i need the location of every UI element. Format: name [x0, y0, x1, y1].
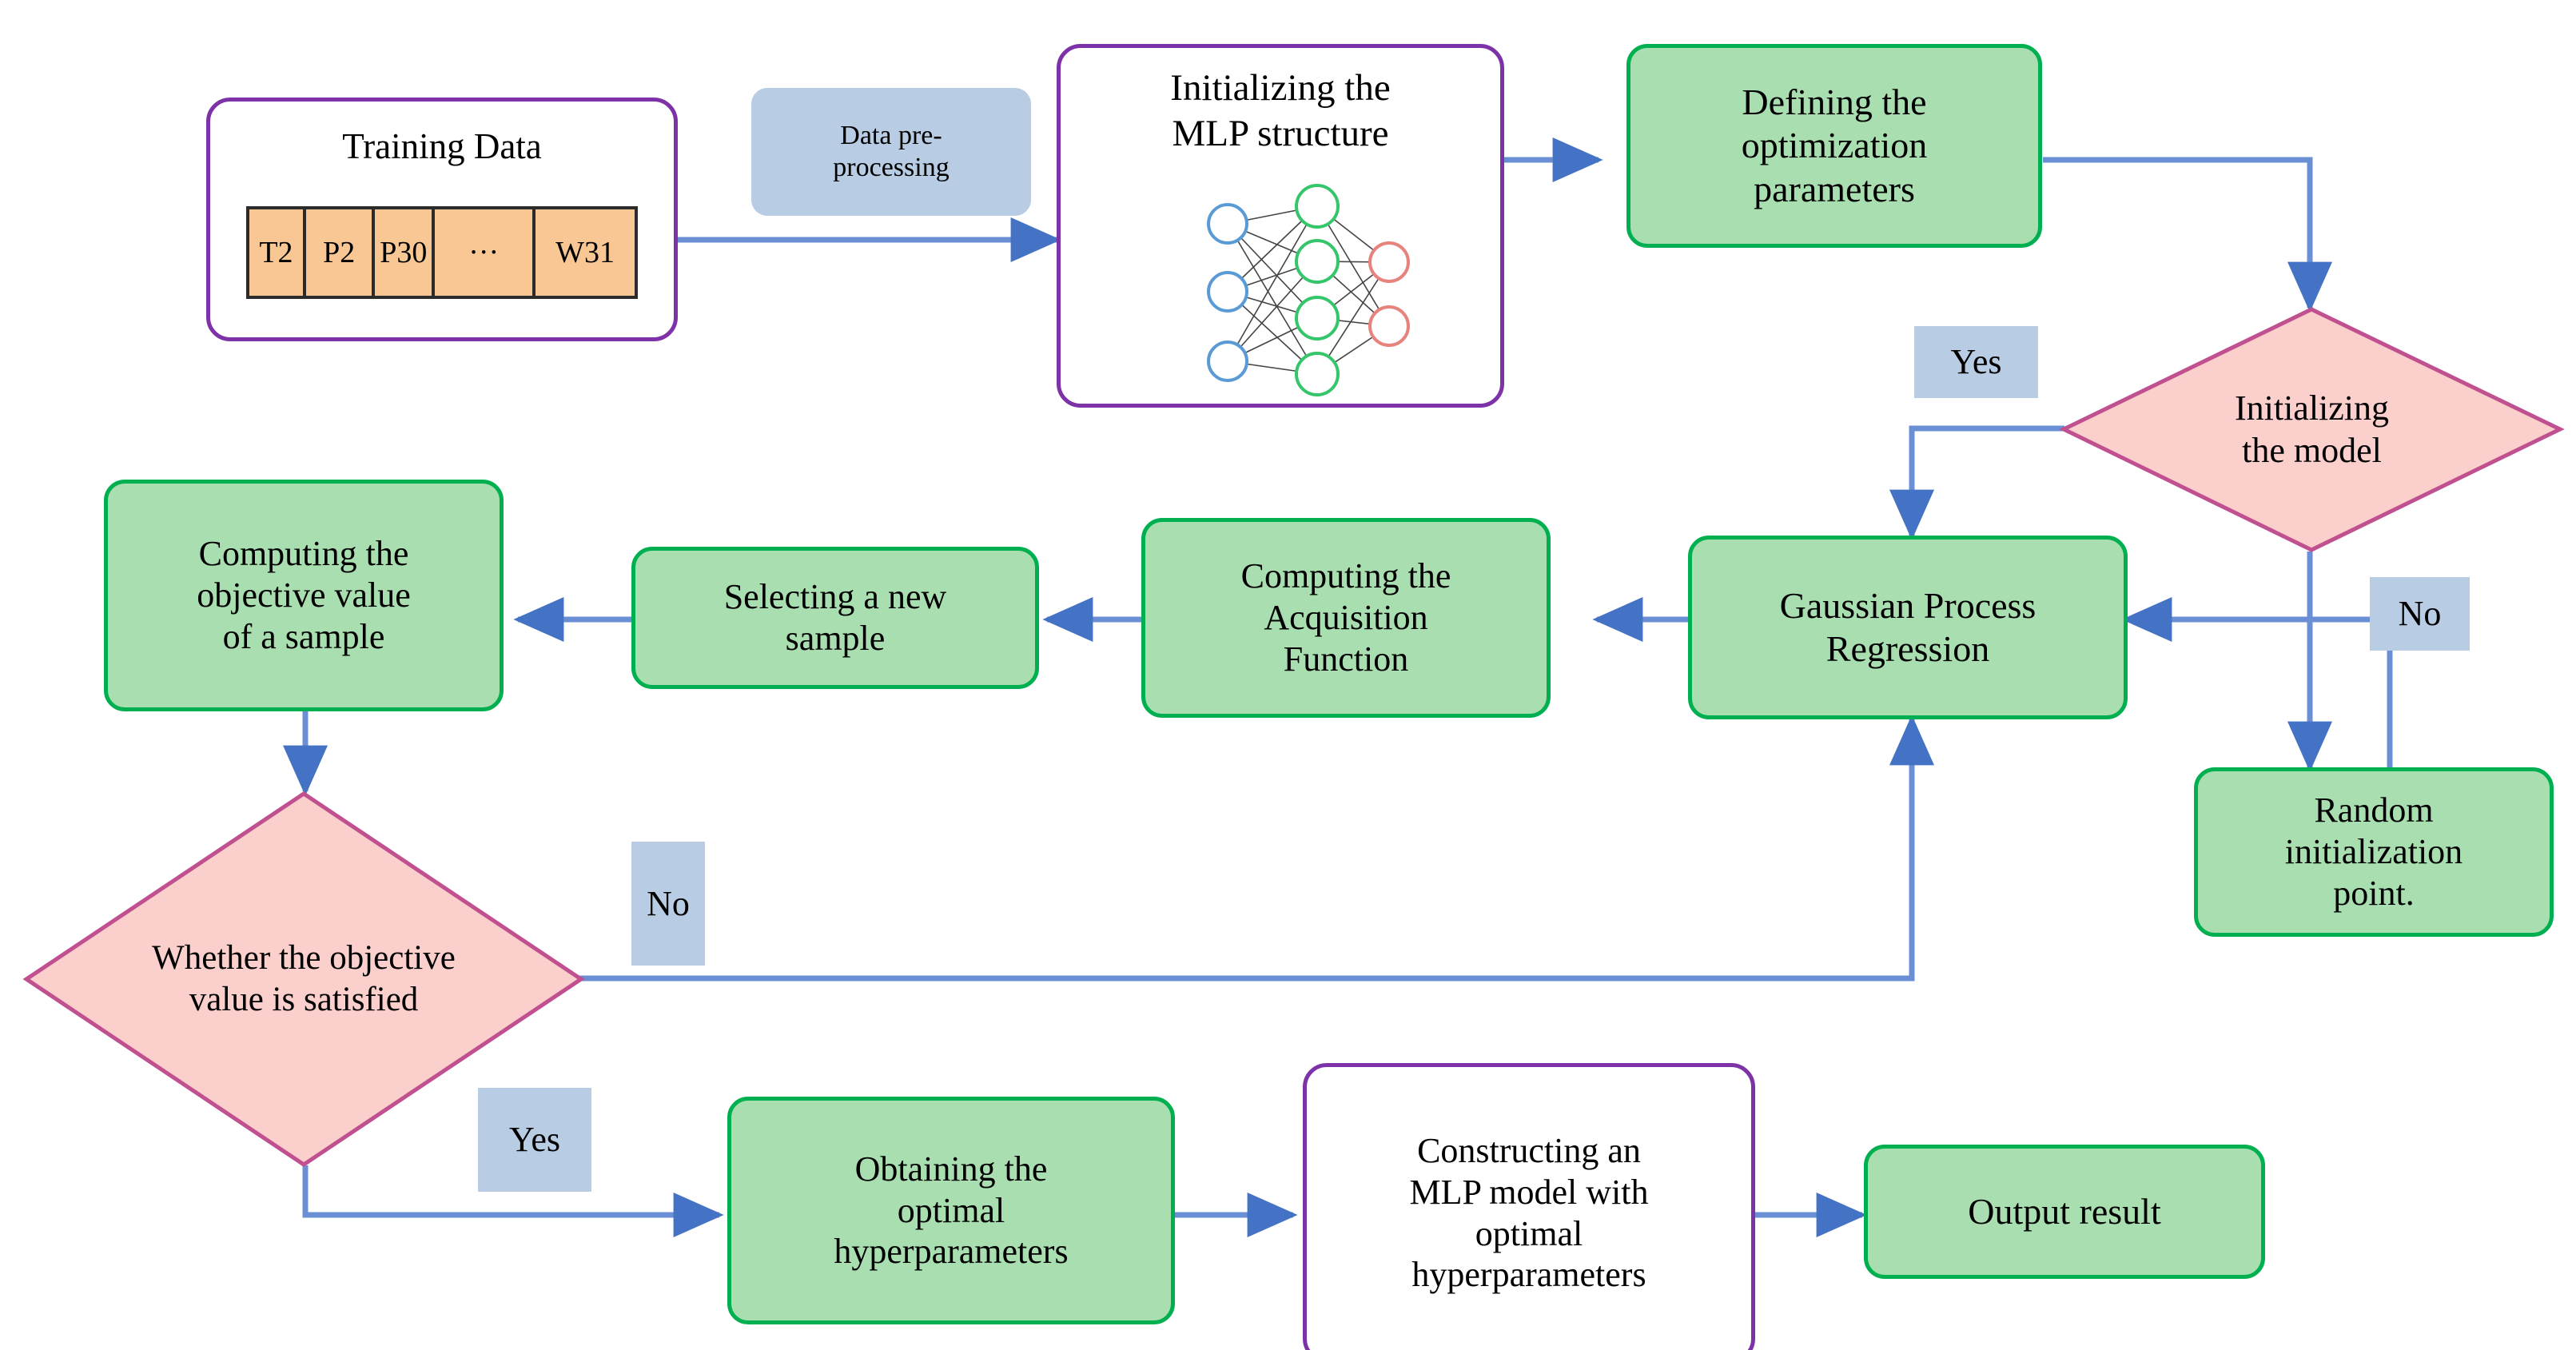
- node-obtaining-optimal-hyperparameters[interactable]: Obtaining the optimal hyperparameters: [727, 1097, 1175, 1324]
- table-cell: W31: [536, 209, 635, 296]
- table-cell: ···: [435, 209, 536, 296]
- node-selecting-a-new-sample[interactable]: Selecting a new sample: [631, 547, 1039, 689]
- table-cell: T2: [249, 209, 306, 296]
- tag-yes-objective: Yes: [478, 1088, 591, 1192]
- node-constructing-mlp-model[interactable]: Constructing an MLP model with optimal h…: [1303, 1063, 1755, 1350]
- node-output-result[interactable]: Output result: [1864, 1145, 2265, 1279]
- mlp-network-icon: [1207, 184, 1410, 396]
- init-mlp-title: Initializing the MLP structure: [1170, 67, 1391, 155]
- edge-decision-no-to-gpr: [577, 715, 1934, 982]
- node-computing-objective-value[interactable]: Computing the objective value of a sampl…: [104, 480, 504, 711]
- training-data-title: Training Data: [342, 126, 542, 166]
- edge-initmodel-yes-to-gpr: [1889, 425, 2064, 540]
- node-gaussian-process-regression[interactable]: Gaussian Process Regression: [1688, 536, 2128, 719]
- node-computing-acquisition-function[interactable]: Computing the Acquisition Function: [1141, 518, 1551, 718]
- node-init-mlp[interactable]: Initializing the MLP structure: [1057, 44, 1504, 408]
- node-defining-optimization-parameters[interactable]: Defining the optimization parameters: [1626, 44, 2042, 248]
- training-data-table: T2 P2 P30 ··· W31: [246, 206, 638, 299]
- table-cell: P2: [305, 209, 376, 296]
- edge-defining-to-initmodel: [2043, 157, 2332, 313]
- tag-no-init-model: No: [2370, 577, 2470, 651]
- tag-no-objective: No: [631, 842, 705, 966]
- node-initializing-the-model[interactable]: Initializing the model: [2059, 307, 2565, 552]
- node-data-preprocessing: Data pre- processing: [751, 88, 1031, 216]
- diamond-shape: [2059, 307, 2565, 552]
- node-random-initialization-point[interactable]: Random initialization point.: [2194, 767, 2554, 937]
- tag-yes-init-model: Yes: [1914, 326, 2038, 398]
- table-cell: P30: [375, 209, 436, 296]
- diamond-shape: [22, 790, 585, 1168]
